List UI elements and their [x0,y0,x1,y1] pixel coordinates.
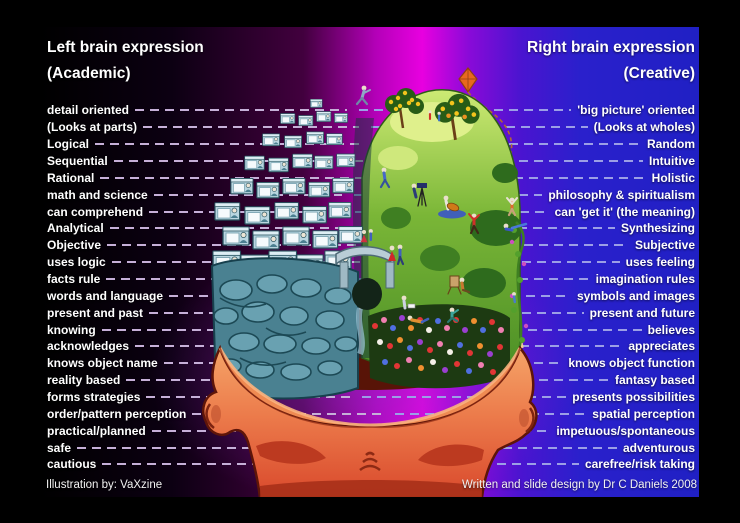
left-dash-line [100,176,367,179]
left-dash-line [135,109,348,112]
right-brain-title-line1: Right brain expression [527,39,695,56]
split-brain-head-illustration [202,67,538,497]
right-trait-label: symbols and images [576,288,695,303]
right-trait-label: uses feeling [625,255,696,270]
left-dash-line [143,126,360,129]
left-trait-label: Analytical [47,221,104,236]
left-trait-label: Rational [47,170,95,185]
left-brain-title-line2: (Academic) [47,65,131,82]
right-trait-label: philosophy & spiritualism [548,187,695,202]
left-brain-title: Left brain expression (Academic) [47,35,204,87]
right-trait-label: adventurous [623,440,696,455]
right-trait-label: can 'get it' (the meaning) [554,204,696,219]
left-trait-label: order/pattern perception [47,406,187,421]
left-dash-line [95,143,363,146]
left-dash-line [113,160,373,162]
head [202,344,538,497]
right-trait-label: Random [647,137,696,152]
left-trait-label: Logical [47,137,90,152]
design-credit: Written and slide design by Dr C Daniels… [461,479,697,491]
sunflower-tree-icon [434,93,480,141]
left-trait-label: can comprehend [47,204,144,219]
left-trait-label: knowing [47,322,96,337]
left-trait-label: present and past [47,305,144,320]
right-trait-label: Intuitive [649,154,696,168]
right-trait-label: Subjective [634,238,695,253]
right-trait-label: Holistic [651,170,695,185]
left-trait-label: practical/planned [47,423,146,438]
right-trait-label: presents possibilities [572,390,695,405]
left-trait-label: words and language [47,288,164,303]
right-trait-label: Synthesizing [620,221,695,236]
left-trait-label: reality based [47,373,121,388]
left-trait-label: Sequential [47,154,108,168]
left-trait-label: acknowledges [47,339,130,354]
left-trait-label: forms strategies [47,390,141,405]
left-brain-folds [210,257,359,400]
left-trait-label: (Looks at parts) [47,120,138,135]
illustration-credit: Illustration by: VaXzine [46,479,163,491]
right-brain-title-line2: (Creative) [623,65,696,82]
bridge [335,246,395,356]
right-trait-label: spatial perception [592,406,695,421]
left-trait-label: knows object name [47,356,158,371]
left-dash-line [153,193,343,196]
right-trait-label: (Looks at wholes) [593,120,696,135]
right-trait-label: imagination rules [595,272,695,287]
sunflower-tree-icon [385,88,424,129]
left-brain-title-line1: Left brain expression [47,39,204,56]
nape-fold-lines [359,451,381,472]
hill-people [355,85,528,324]
left-trait-label: Objective [47,238,102,253]
right-trait-label: impetuous/spontaneous [556,423,696,438]
right-trait-label: appreciates [628,339,696,354]
trait-row: math and science philosophy & spiritualis… [40,186,699,203]
left-trait-label: detail oriented [47,103,130,118]
right-trait-label: believes [647,322,696,337]
right-brain-title: Right brain expression (Creative) [527,35,695,87]
left-trait-label: facts rule [47,272,101,287]
left-dash-line [102,463,335,466]
slide-background: Left brain expression (Academic) Right b… [40,27,699,497]
right-ear [519,407,535,433]
right-dash-line [362,396,567,399]
right-brain-hill [361,88,522,371]
left-brain-cubicles [212,99,363,275]
right-trait-label: fantasy based [614,373,696,388]
right-trait-label: carefree/risk taking [584,457,695,472]
left-ear [205,403,221,429]
left-trait-label: uses logic [47,255,106,270]
right-trait-label: knows object function [568,356,695,371]
left-trait-label: safe [47,440,72,455]
left-trait-label: cautious [47,457,97,472]
right-trait-label: present and future [589,305,696,320]
flower-field [368,304,510,389]
right-trait-label: 'big picture' oriented [577,103,696,118]
left-dash-line [77,446,342,449]
left-trait-label: math and science [47,187,148,202]
vine [509,221,529,355]
